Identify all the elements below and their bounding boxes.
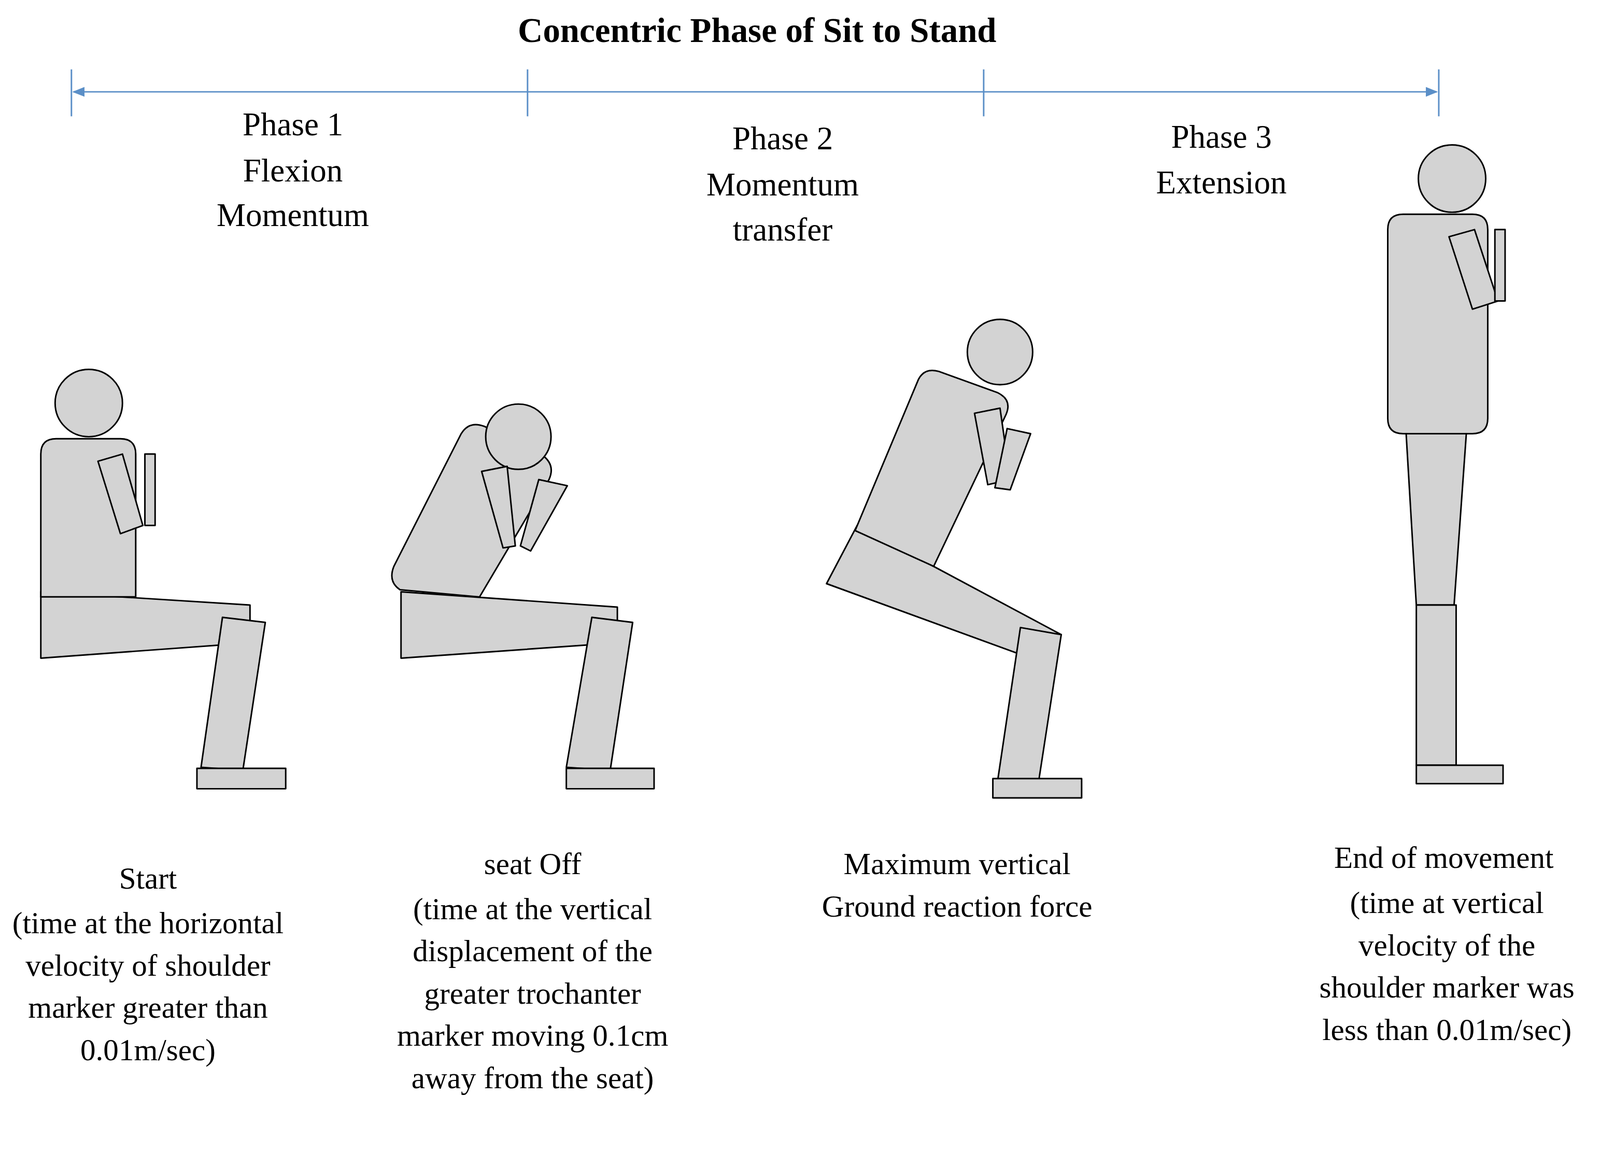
seated-figure [40,369,287,789]
seat-off-figure [391,403,655,789]
event-name: End of movement [1290,836,1597,880]
event-name: seat Off [387,842,678,886]
event-name: Start [5,857,291,900]
phase-number: Phase 1 [195,102,390,148]
phase-name: Flexion Momentum [195,148,390,239]
max-force-figure [826,319,1082,798]
phase-name: Momentum transfer [670,162,896,253]
phase-number: Phase 2 [670,116,896,162]
diagram-title: Concentric Phase of Sit to Stand [298,6,1217,54]
event-definition: (time at the vertical displacement of th… [387,887,678,1100]
event-name: Maximum vertical Ground reaction force [803,842,1111,928]
event-definition: (time at vertical velocity of the should… [1318,881,1576,1051]
event-definition: (time at the horizontal velocity of shou… [4,901,292,1071]
phase-name: Phase 3 [1109,114,1334,160]
standing-figure [1388,144,1506,784]
phase-name: Extension [1109,160,1334,206]
